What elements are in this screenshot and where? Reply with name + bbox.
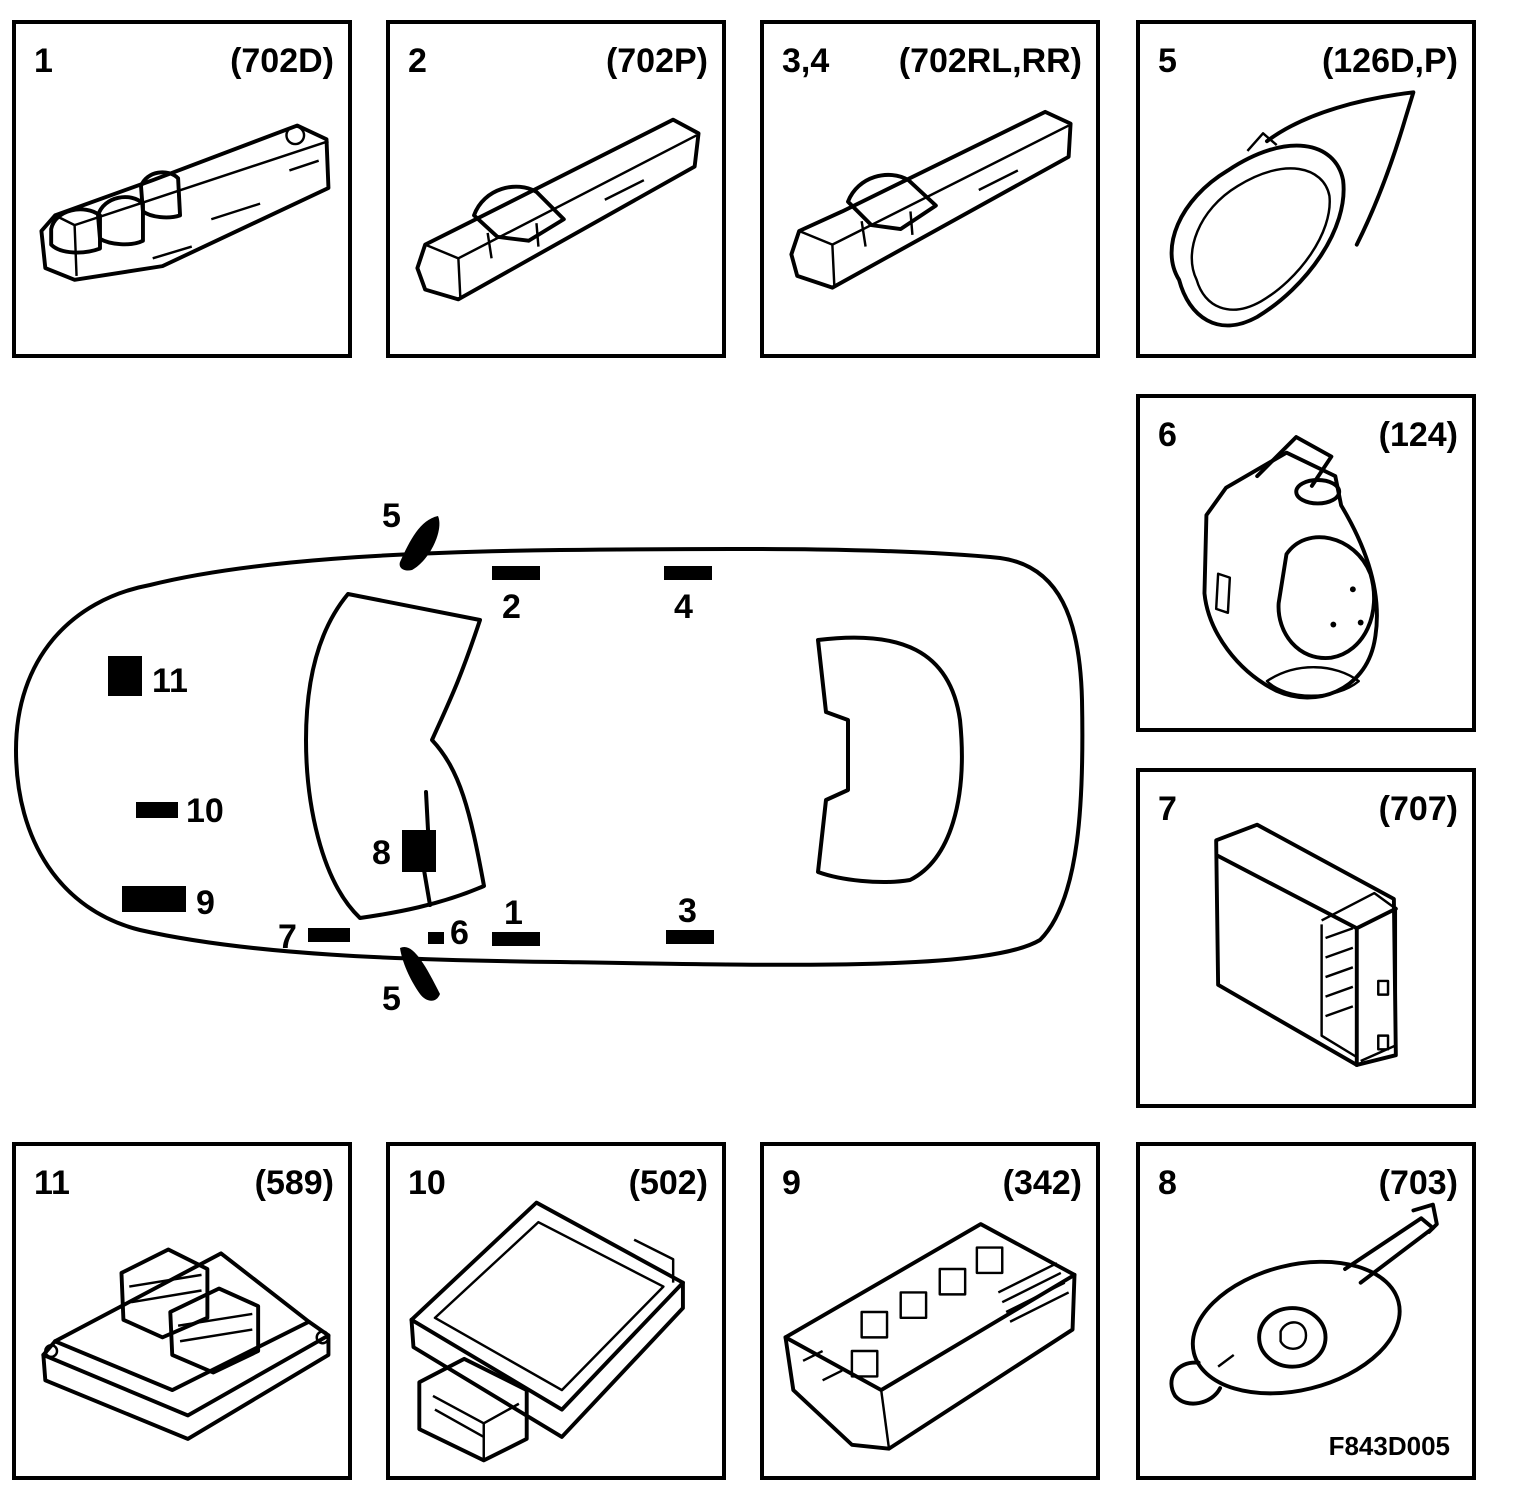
component-panel-11: 11 (589)	[12, 1142, 352, 1480]
figure-id: F843D005	[1328, 1431, 1450, 1461]
panel-code: (702RL,RR)	[898, 42, 1082, 80]
panel-code: (703)	[1378, 1164, 1458, 1202]
steering-column-switch-icon	[1169, 1202, 1439, 1406]
component-panel-3-4: 3,4 (702RL,RR)	[760, 20, 1100, 358]
location-label-2: 2	[502, 588, 521, 626]
panel-number: 2	[408, 42, 427, 80]
panel-number: 7	[1158, 790, 1177, 828]
marker-8	[402, 830, 436, 872]
panel-number: 11	[34, 1164, 70, 1202]
component-panel-6: 6 (124)	[1136, 394, 1476, 732]
window-switch-pack-icon	[39, 123, 331, 282]
location-label-3: 3	[678, 892, 697, 930]
panel-code: (126D,P)	[1321, 42, 1458, 80]
panel-code: (707)	[1378, 790, 1458, 828]
location-label-1: 1	[504, 894, 523, 932]
vehicle-location-diagram: 5 2 4 11 10 8 9 7 6 1 3 5	[14, 497, 1085, 1018]
marker-11	[108, 656, 142, 696]
marker-7	[308, 928, 350, 942]
component-panel-5: 5 (126D,P)	[1136, 20, 1476, 358]
fuse-relay-box-icon	[783, 1222, 1077, 1451]
location-label-7: 7	[278, 918, 297, 956]
panel-code: (702P)	[605, 42, 708, 80]
marker-2	[492, 566, 540, 580]
location-label-6: 6	[450, 914, 469, 952]
panel-code: (124)	[1378, 416, 1458, 454]
panel-code: (342)	[1002, 1164, 1082, 1202]
location-label-4: 4	[674, 588, 693, 626]
component-panel-2: 2 (702P)	[386, 20, 726, 358]
marker-10	[136, 802, 178, 818]
engine-control-module-icon	[41, 1247, 331, 1441]
control-module-icon	[1214, 822, 1398, 1067]
panel-number: 5	[1158, 42, 1177, 80]
panel-number: 9	[782, 1164, 801, 1202]
panel-code: (702D)	[230, 42, 334, 80]
mirror-marker-bottom	[400, 946, 440, 1001]
door-mirror-icon	[1169, 90, 1416, 328]
component-panel-8: 8 (703) F843D005	[1136, 1142, 1476, 1480]
marker-3	[666, 930, 714, 944]
panel-number: 10	[408, 1164, 446, 1202]
panel-number: 6	[1158, 416, 1177, 454]
panel-number: 8	[1158, 1164, 1177, 1202]
location-label-11: 11	[152, 662, 188, 700]
component-panel-1: 1 (702D)	[12, 20, 352, 358]
location-label-10: 10	[186, 792, 224, 830]
location-label-8: 8	[372, 834, 391, 872]
marker-9	[122, 886, 186, 912]
panel-number: 3,4	[782, 42, 830, 80]
location-label-5-bottom: 5	[382, 980, 401, 1018]
marker-4	[664, 566, 712, 580]
car-body-outline	[14, 546, 1085, 967]
component-panel-10: 10 (502)	[386, 1142, 726, 1480]
location-label-5-top: 5	[382, 497, 401, 535]
rear-window-outline	[816, 635, 964, 884]
panel-code: (502)	[628, 1164, 708, 1202]
marker-6	[428, 932, 444, 944]
component-panel-9: 9 (342)	[760, 1142, 1100, 1480]
marker-1	[492, 932, 540, 946]
mirror-marker-top	[399, 516, 440, 571]
airbag-module-icon	[409, 1200, 685, 1463]
component-panel-7: 7 (707)	[1136, 768, 1476, 1108]
window-switch-icon	[415, 117, 701, 302]
window-switch-icon	[789, 109, 1073, 290]
mirror-switch-icon	[1202, 435, 1379, 700]
panel-number: 1	[34, 42, 53, 80]
location-label-9: 9	[196, 884, 215, 922]
panel-code: (589)	[254, 1164, 334, 1202]
windscreen-outline	[304, 592, 486, 920]
